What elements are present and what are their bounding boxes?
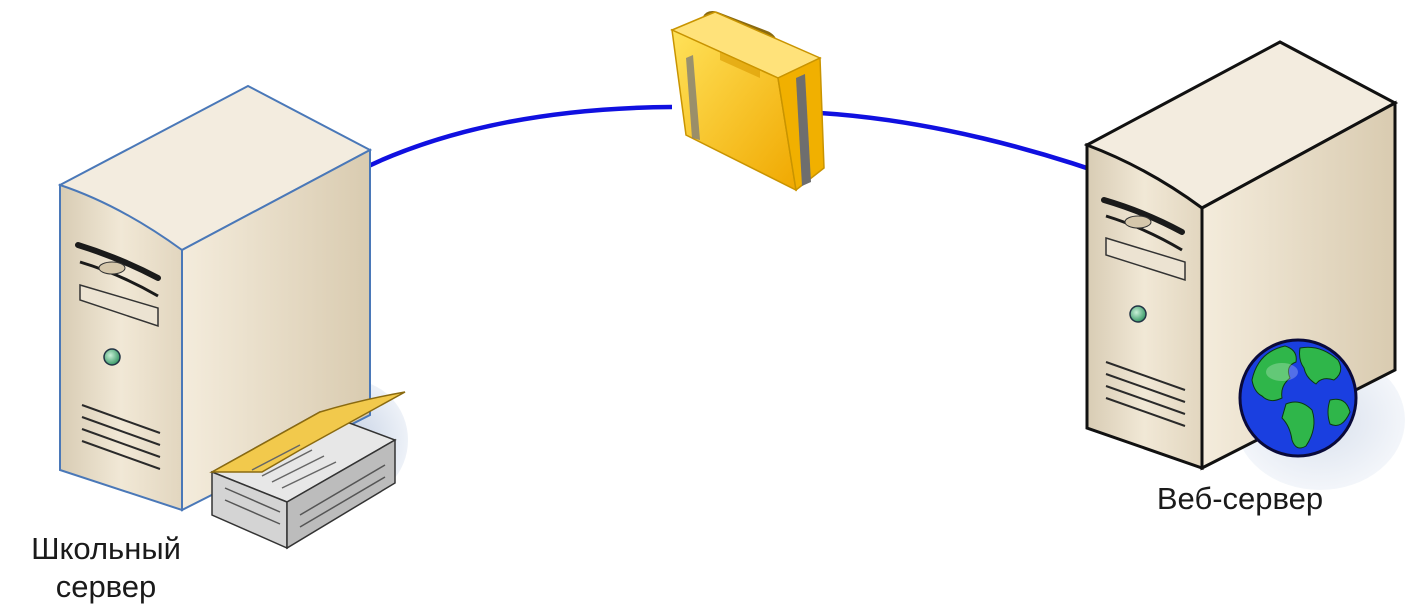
globe-icon (1238, 338, 1358, 458)
school-server-label-line2: сервер (55, 569, 157, 604)
web-server-label: Веб-сервер (1156, 481, 1324, 516)
arrow-line-right (819, 110, 1131, 186)
school-server-label: Школьный сервер (0, 530, 212, 606)
school-server-icon (57, 84, 408, 550)
power-led (103, 348, 121, 366)
briefcase-icon (670, 11, 825, 192)
web-server-icon (1083, 40, 1405, 490)
book-icon (209, 391, 406, 550)
school-server-label-line1: Школьный (31, 531, 181, 566)
power-led (1129, 305, 1147, 323)
